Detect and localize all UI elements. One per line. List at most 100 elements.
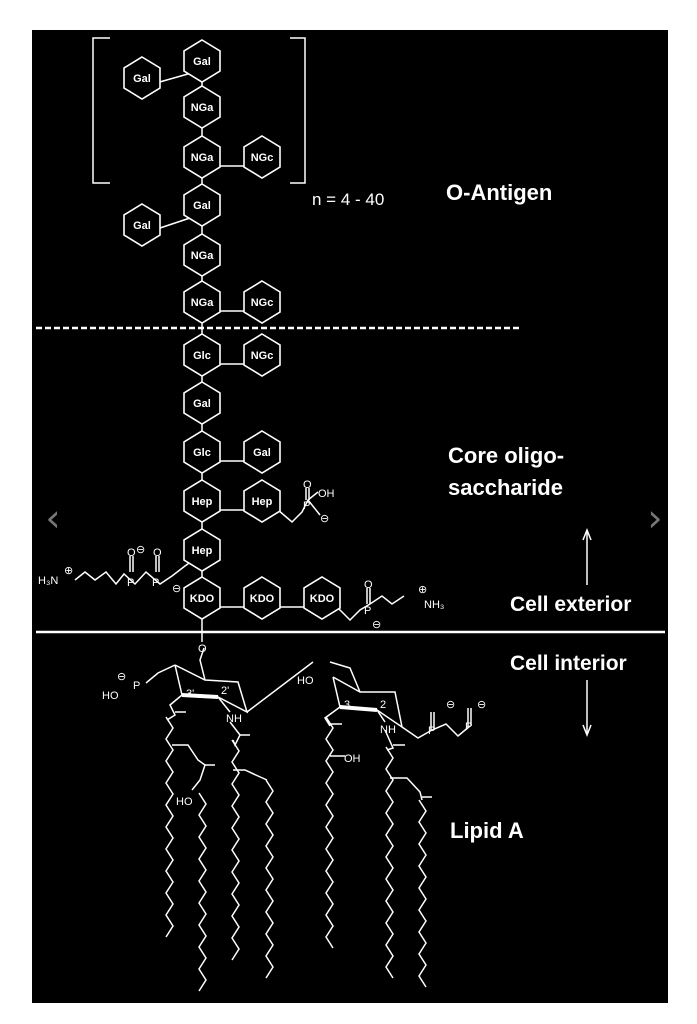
sugar-kdo: KDO <box>303 576 341 620</box>
hexagon-ring <box>183 333 221 377</box>
sugar-gal: Gal <box>123 203 161 247</box>
sugar-hep: Hep <box>183 528 221 572</box>
chevron-right-icon[interactable]: › <box>647 496 663 540</box>
atom-label: P <box>152 577 159 589</box>
atom-label: P <box>428 725 435 737</box>
atom-label: P <box>127 577 134 589</box>
sugar-gal: Gal <box>183 183 221 227</box>
hexagon-ring <box>183 39 221 83</box>
atom-label: 2 <box>380 699 386 711</box>
sugar-kdo: KDO <box>243 576 281 620</box>
atom-label: 3 <box>344 699 350 711</box>
sugar-label: KDO <box>310 593 335 605</box>
sugar-label: Hep <box>192 496 213 508</box>
atom-label: ⊖ <box>477 699 486 711</box>
sugar-ngc: NGc <box>243 280 281 324</box>
sugar-label: NGa <box>191 152 215 164</box>
atom-label: P <box>364 605 371 617</box>
fatty-acid-chain <box>165 716 174 938</box>
atom-label: H₃N <box>38 575 58 587</box>
atom-label: NH₃ <box>424 599 444 611</box>
sugar-label: Glc <box>193 350 211 362</box>
atom-label: O <box>364 579 373 591</box>
atom-label: OH <box>318 488 335 500</box>
sugar-kdo: KDO <box>183 576 221 620</box>
sugar-nga: NGa <box>183 233 221 277</box>
atom-label: O <box>127 547 136 559</box>
hexagon-ring <box>183 280 221 324</box>
hexagon-ring <box>243 135 281 179</box>
sugar-glc: Glc <box>183 333 221 377</box>
atom-label: P <box>303 500 310 512</box>
sugar-label: NGc <box>251 297 274 309</box>
hexagon-ring <box>303 576 341 620</box>
sugar-label: Gal <box>193 56 211 68</box>
core-label-line2: saccharide <box>448 475 563 500</box>
hexagon-ring <box>183 430 221 474</box>
sugar-label: KDO <box>250 593 275 605</box>
atom-label: ⊖ <box>372 619 381 631</box>
sugar-nga: NGa <box>183 135 221 179</box>
hexagon-ring <box>183 528 221 572</box>
hexagon-ring <box>123 203 161 247</box>
hexagon-ring <box>183 233 221 277</box>
cell-interior-label: Cell interior <box>510 652 627 675</box>
sugar-label: Glc <box>193 447 211 459</box>
atom-label: 2' <box>221 685 229 697</box>
sugar-label: Gal <box>133 220 151 232</box>
atom-label: HO <box>297 675 314 687</box>
sugar-glc: Glc <box>183 430 221 474</box>
fatty-acid-chains <box>165 716 427 992</box>
atom-label: O <box>198 643 207 655</box>
sugar-label: NGa <box>191 250 215 262</box>
sugar-gal: Gal <box>183 39 221 83</box>
sugar-gal: Gal <box>243 430 281 474</box>
sugar-label: Hep <box>192 545 213 557</box>
sugar-nga: NGa <box>183 85 221 129</box>
structure-lines <box>36 37 665 801</box>
atom-labels: H₃N ⊕ P P O O ⊖ ⊖ P O ⊖ ⊕ NH₃ P O OH ⊖ O… <box>38 479 486 808</box>
atom-label: ⊕ <box>418 584 427 596</box>
fatty-acid-chain <box>418 799 427 988</box>
atom-label: O <box>303 479 312 491</box>
atom-label: NH <box>380 724 396 736</box>
atom-label: ⊖ <box>446 699 455 711</box>
sugar-label: NGa <box>191 102 215 114</box>
left-bracket <box>92 37 110 184</box>
sugar-label: Gal <box>193 200 211 212</box>
hexagon-ring <box>183 183 221 227</box>
sugar-label: NGa <box>191 297 215 309</box>
atom-label: 3' <box>186 688 194 700</box>
hexagon-ring <box>243 430 281 474</box>
atom-label: P <box>133 680 140 692</box>
atom-label: ⊕ <box>64 565 73 577</box>
o-antigen-label: O-Antigen <box>446 180 552 205</box>
chevron-left-icon[interactable]: ‹ <box>45 496 61 540</box>
sugar-nga: NGa <box>183 280 221 324</box>
atom-label: O <box>153 547 162 559</box>
hexagon-ring <box>183 135 221 179</box>
atom-label: NH <box>226 713 242 725</box>
sugar-label: Gal <box>133 73 151 85</box>
fatty-acid-chain <box>385 746 394 979</box>
hexagon-ring <box>123 56 161 100</box>
sugar-label: KDO <box>190 593 215 605</box>
core-label-line1: Core oligo- <box>448 443 564 468</box>
cell-exterior-label: Cell exterior <box>510 593 631 616</box>
fatty-acid-chain <box>198 792 207 992</box>
sugar-label: Gal <box>193 398 211 410</box>
lipid-a-label: Lipid A <box>450 818 524 843</box>
sugar-label: Hep <box>252 496 273 508</box>
atom-label: P <box>465 721 472 733</box>
repeat-count-label: n = 4 - 40 <box>312 190 384 209</box>
hexagon-ring <box>183 576 221 620</box>
sugar-label: NGc <box>251 152 274 164</box>
atom-label: HO <box>102 690 119 702</box>
atom-label: ⊖ <box>117 671 126 683</box>
fatty-acid-chain <box>231 739 240 961</box>
fatty-acid-chain <box>265 779 274 979</box>
hexagon-ring <box>183 479 221 523</box>
sugar-label: Gal <box>253 447 271 459</box>
